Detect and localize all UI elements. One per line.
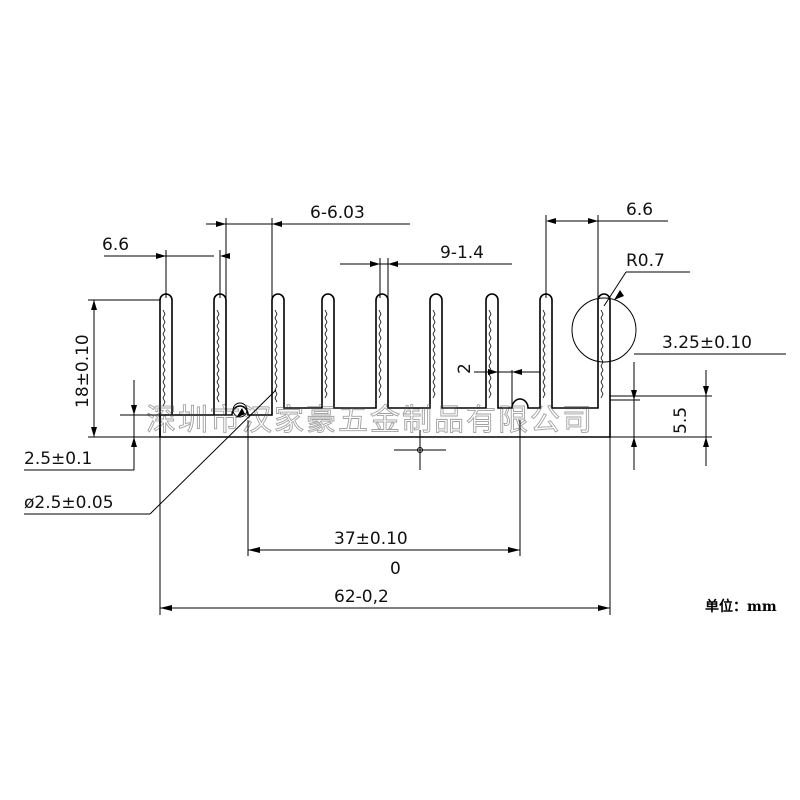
- dim-hole-spacing: 37±0.10: [334, 529, 408, 549]
- dim-overall-width: 62-0,2: [334, 587, 389, 607]
- dim-base-step: 2.5±0.1: [24, 449, 92, 469]
- dim-fin-pitch-right: 6.6: [626, 200, 653, 220]
- dim-hole-diameter: ø2.5±0.05: [24, 493, 114, 513]
- center-mark: [394, 430, 446, 470]
- heatsink-profile: [159, 293, 611, 470]
- dim-zero-mark: 0: [390, 559, 401, 579]
- dimension-lines: [24, 215, 786, 615]
- dim-slot-depth: 3.25±0.10: [662, 333, 752, 353]
- company-watermark: 深圳市汉家豪五金制品有限公司: [146, 403, 594, 438]
- arrowheads: [91, 218, 709, 611]
- mounting-hole-left: [232, 402, 248, 418]
- dim-fin-thickness: 9-1.4: [440, 243, 484, 263]
- dim-fin-pitch-left: 6.6: [102, 235, 129, 255]
- dimension-labels: 6.6 6-6.03 9-1.4 6.6 R0.7 18±0.10 2.5±0.…: [24, 200, 752, 607]
- unit-label: 单位：mm: [705, 599, 777, 615]
- dim-fin-tip-radius: R0.7: [626, 251, 665, 271]
- dim-slot-width: 2: [455, 363, 475, 374]
- dim-fin-pitch-group: 6-6.03: [310, 203, 365, 223]
- fin-left-2: [213, 293, 227, 415]
- dim-base-thickness: 5.5: [671, 407, 691, 434]
- dim-fin-height: 18±0.10: [73, 334, 93, 408]
- fin-serrations: [162, 309, 604, 407]
